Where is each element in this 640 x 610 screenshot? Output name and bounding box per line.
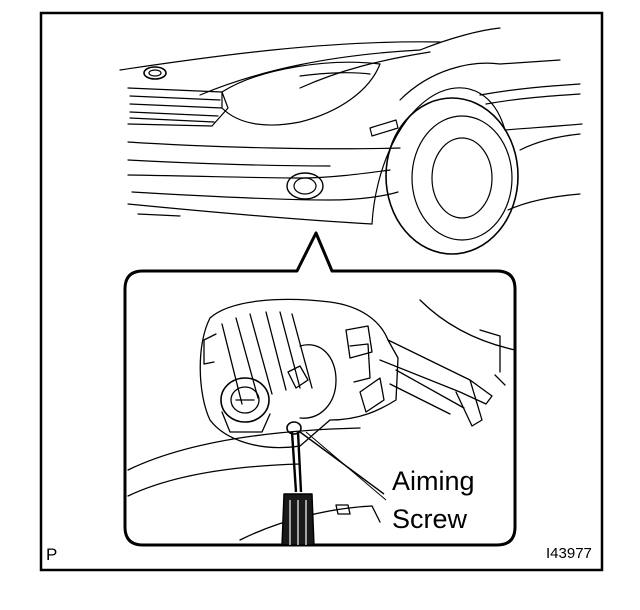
emblem-icon — [143, 66, 167, 80]
car-front-drawing — [119, 27, 583, 255]
fog-lamp-assembly — [127, 298, 516, 541]
fog-lamp-location — [286, 172, 324, 200]
aiming-screw-label-line2: Screw — [392, 504, 468, 534]
corner-letter: P — [46, 545, 58, 564]
detail-callout-box — [123, 231, 517, 547]
outer-frame — [39, 11, 604, 572]
aiming-screw-label-line1: Aiming — [392, 466, 475, 496]
aiming-screw-head — [286, 421, 302, 435]
screwdriver-icon — [281, 431, 315, 546]
figure-id: I43977 — [546, 545, 592, 562]
